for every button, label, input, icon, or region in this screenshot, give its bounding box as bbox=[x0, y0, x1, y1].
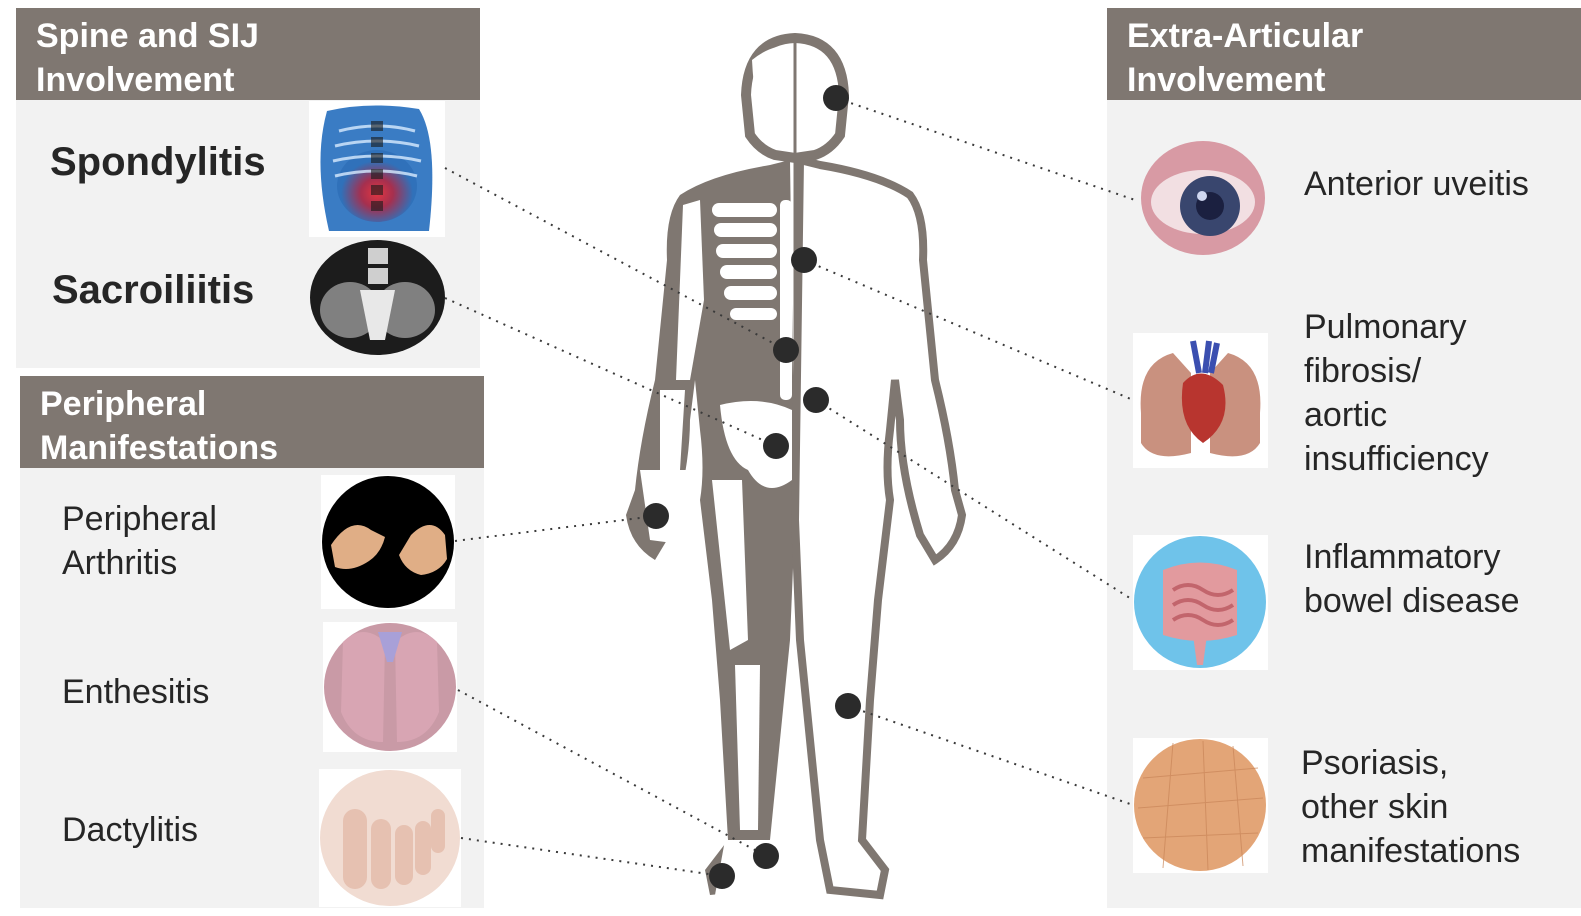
marker-sij bbox=[763, 433, 789, 459]
marker-spine bbox=[773, 337, 799, 363]
marker-chest bbox=[791, 247, 817, 273]
marker-heel bbox=[753, 843, 779, 869]
marker-hand bbox=[643, 503, 669, 529]
marker-toes bbox=[709, 863, 735, 889]
marker-eye bbox=[823, 85, 849, 111]
marker-abdomen bbox=[803, 387, 829, 413]
marker-knee bbox=[835, 693, 861, 719]
